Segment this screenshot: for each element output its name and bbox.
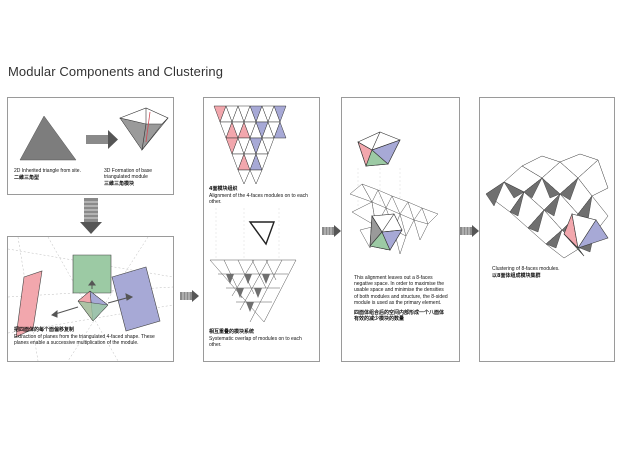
- aligned-4-face-modules: [213, 105, 287, 185]
- cluster-gray-faces: [485, 177, 595, 253]
- overlapping-module-system: [209, 259, 297, 323]
- panel-octahedron-space: This alignment leaves out a 8-faces nega…: [341, 97, 460, 362]
- extracted-blue-plane: [111, 266, 161, 332]
- panel-triangle-formation: 2D Inherited triangle from site. 二維三角型 3…: [7, 97, 174, 195]
- caption-module-alignment: 4面模块组织 Alignment of the 4-faces modules …: [209, 186, 308, 206]
- 3d-module-edges: [141, 108, 169, 152]
- panel-plane-extraction: 把四面体的每个面偏移复制 Extraction of planes from t…: [7, 236, 174, 362]
- offset-arrows: [51, 280, 134, 318]
- extracted-red-plane: [15, 270, 43, 338]
- caption-2d-triangle: 2D Inherited triangle from site. 二維三角型: [14, 168, 81, 182]
- caption-octahedron-cluster: Clustering of 8-faces modules. 以8面体组成模块集…: [492, 266, 560, 280]
- overlap-gray-faces: [226, 274, 270, 312]
- caption-octahedron-space: This alignment leaves out a 8-faces nega…: [354, 275, 448, 323]
- transition-arrow-head: [108, 130, 118, 149]
- octahedron-module: [357, 131, 401, 167]
- extracted-green-plane: [72, 254, 112, 294]
- alignment-guides: [215, 208, 280, 258]
- panel-module-alignment: 4面模块组织 Alignment of the 4-faces modules …: [203, 97, 320, 362]
- 2d-triangle-shape: [19, 115, 77, 161]
- triangle-formation-graphic: [19, 107, 169, 161]
- highlighted-cluster-module: [563, 212, 609, 257]
- right-arrow-icon: [322, 225, 341, 237]
- transition-arrow-body: [86, 135, 108, 144]
- right-arrow-icon: [460, 225, 479, 237]
- plane-extraction-graphic: [8, 237, 173, 361]
- octahedron-space-graphic: [349, 131, 439, 255]
- right-arrow-icon: [180, 290, 199, 302]
- octahedron-cluster-graphic: [485, 153, 609, 259]
- caption-module-overlap: 相互重叠的模块系统 Systematic overlap of modules …: [209, 329, 302, 349]
- single-module-outline: [248, 221, 275, 246]
- 3d-module-axis-line: [145, 111, 151, 143]
- module-base-face: [77, 300, 109, 322]
- highlighted-octahedron: [369, 213, 403, 251]
- 3d-module-top-face: [118, 107, 169, 125]
- module-alignment-graphic: [209, 105, 297, 323]
- caption-3d-module: 3D Formation of base triangulated module…: [104, 168, 153, 188]
- caption-plane-extraction: 把四面体的每个面偏移复制 Extraction of planes from t…: [14, 327, 155, 347]
- panel-octahedron-cluster: Clustering of 8-faces modules. 以8面体组成模块集…: [479, 97, 615, 362]
- page-title: Modular Components and Clustering: [8, 64, 224, 79]
- down-arrow-icon: [80, 198, 102, 234]
